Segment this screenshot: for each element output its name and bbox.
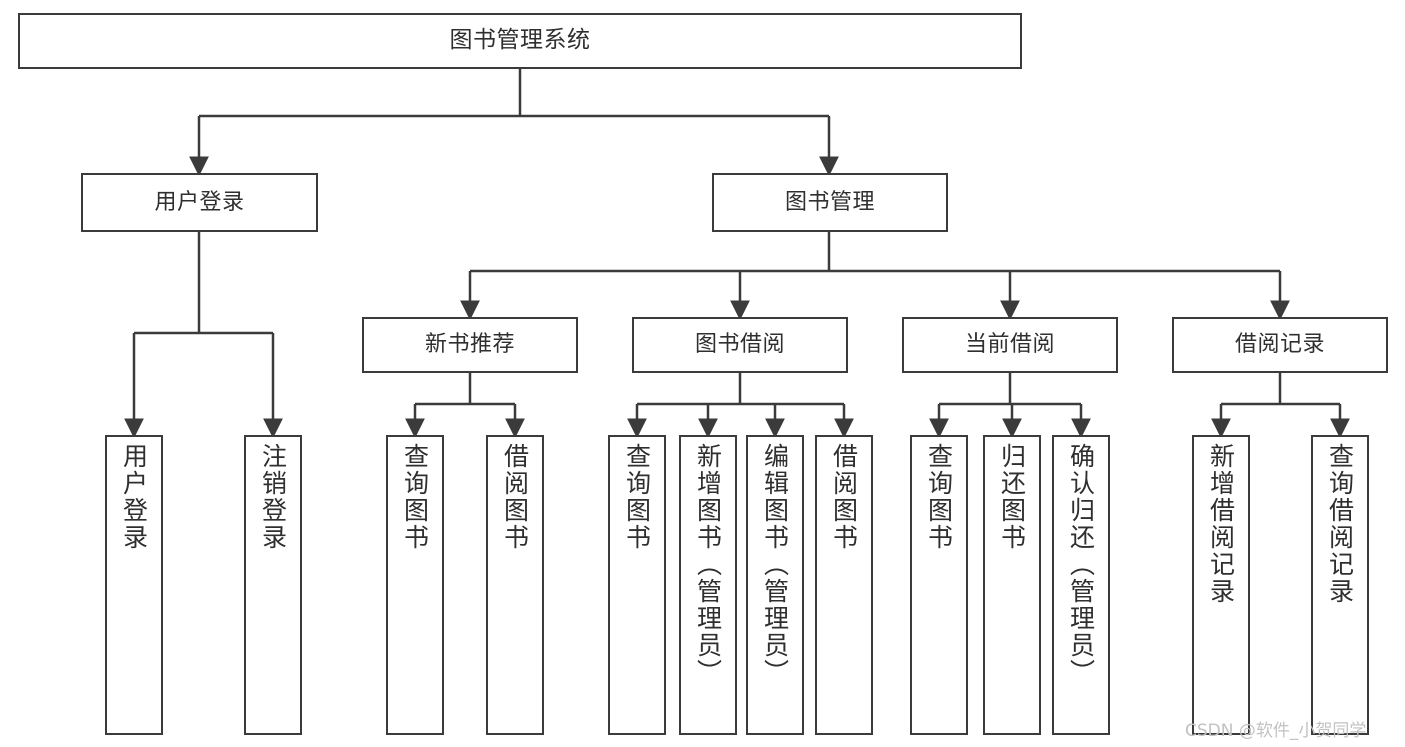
watermark: CSDN @软件_小贺同学 — [1185, 721, 1367, 741]
leaf-add-book-admin[interactable]: 新增图书（管理员） — [679, 435, 737, 735]
node-book-borrowing-label: 图书借阅 — [694, 332, 785, 358]
leaf-query-borrow-record[interactable]: 查询借阅记录 — [1311, 435, 1369, 735]
node-borrowing-record-label: 借阅记录 — [1234, 332, 1325, 358]
leaf-confirm-return-admin-label: 确认归还（管理员） — [1066, 443, 1096, 686]
leaf-query-book-bb-label: 查询图书 — [622, 443, 652, 551]
leaf-borrow-book-nbr-label: 借阅图书 — [500, 443, 530, 551]
leaf-borrow-book-bb-label: 借阅图书 — [829, 443, 859, 551]
leaf-add-borrow-record[interactable]: 新增借阅记录 — [1192, 435, 1250, 735]
leaf-add-book-admin-label: 新增图书（管理员） — [693, 443, 723, 686]
node-new-book-recommendation[interactable]: 新书推荐 — [362, 317, 578, 373]
leaf-query-borrow-record-label: 查询借阅记录 — [1325, 443, 1355, 605]
node-user-login[interactable]: 用户登录 — [81, 173, 318, 232]
leaf-query-book-bb[interactable]: 查询图书 — [608, 435, 666, 735]
node-book-management-label: 图书管理 — [784, 189, 875, 215]
node-current-borrowing-label: 当前借阅 — [964, 332, 1055, 358]
node-root[interactable]: 图书管理系统 — [18, 13, 1022, 69]
leaf-borrow-book-nbr[interactable]: 借阅图书 — [486, 435, 544, 735]
leaf-user-login-label: 用户登录 — [119, 443, 149, 551]
node-book-borrowing[interactable]: 图书借阅 — [632, 317, 848, 373]
node-book-management[interactable]: 图书管理 — [712, 173, 948, 232]
leaf-confirm-return-admin[interactable]: 确认归还（管理员） — [1052, 435, 1110, 735]
node-user-login-label: 用户登录 — [154, 189, 245, 215]
leaf-query-book-nbr[interactable]: 查询图书 — [386, 435, 444, 735]
node-root-label: 图书管理系统 — [449, 27, 591, 54]
leaf-edit-book-admin-label: 编辑图书（管理员） — [760, 443, 790, 686]
leaf-borrow-book-bb[interactable]: 借阅图书 — [815, 435, 873, 735]
leaf-return-book-label: 归还图书 — [997, 443, 1027, 551]
leaf-logout[interactable]: 注销登录 — [244, 435, 302, 735]
leaf-logout-label: 注销登录 — [258, 443, 288, 551]
leaf-query-book-nbr-label: 查询图书 — [400, 443, 430, 551]
leaf-query-book-cb[interactable]: 查询图书 — [910, 435, 968, 735]
leaf-edit-book-admin[interactable]: 编辑图书（管理员） — [746, 435, 804, 735]
leaf-user-login[interactable]: 用户登录 — [105, 435, 163, 735]
node-borrowing-record[interactable]: 借阅记录 — [1172, 317, 1388, 373]
leaf-return-book[interactable]: 归还图书 — [983, 435, 1041, 735]
leaf-query-book-cb-label: 查询图书 — [924, 443, 954, 551]
node-new-book-recommendation-label: 新书推荐 — [424, 332, 515, 358]
leaf-add-borrow-record-label: 新增借阅记录 — [1206, 443, 1236, 605]
node-current-borrowing[interactable]: 当前借阅 — [902, 317, 1118, 373]
